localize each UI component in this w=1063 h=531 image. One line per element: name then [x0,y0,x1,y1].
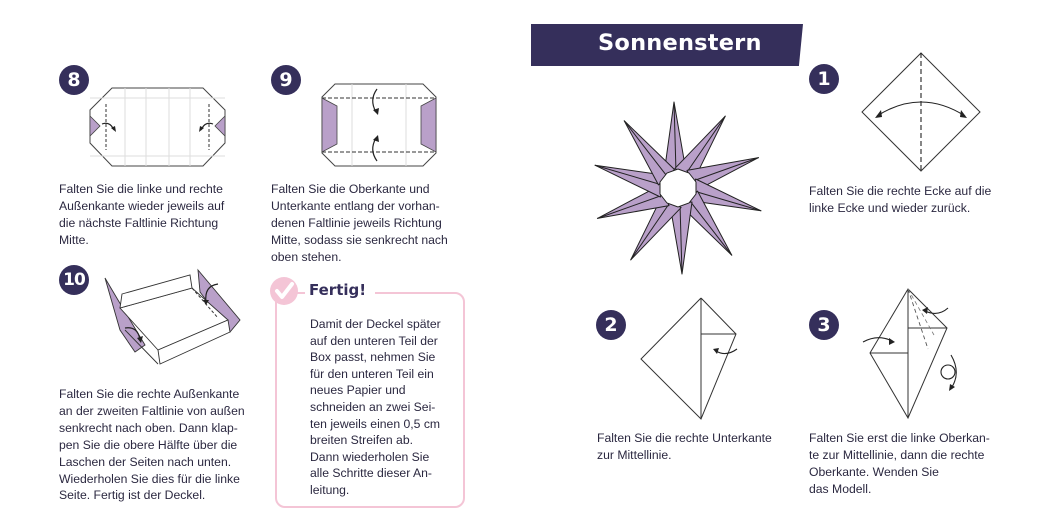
step-3-diagram [862,288,957,420]
step-3-text: Falten Sie erst die linke Oberkan- te zu… [809,431,990,496]
step-10-text: Falten Sie die rechte Außenkante an der … [59,387,245,503]
step-number-2: 2 [596,310,626,340]
step-10-diagram [104,268,241,365]
step-number-10: 10 [59,265,89,295]
page-title: Sonnenstern [598,30,762,56]
sun-star-illustration [591,101,765,275]
step-9-text: Falten Sie die Oberkante und Unterkante … [271,182,448,264]
step-8-text: Falten Sie die linke und rechte Außenkan… [59,182,225,247]
fertig-title-background [305,279,375,303]
step-number-8: 8 [59,65,89,95]
step-8-diagram [89,87,226,167]
title-banner: Sonnenstern [531,24,803,66]
fertig-title: Fertig! [309,281,367,299]
step-number-1: 1 [809,64,839,94]
step-9-diagram [321,83,437,167]
step-1-text: Falten Sie die rechte Ecke auf die linke… [809,184,992,215]
step-number-3: 3 [809,310,839,340]
step-1-diagram [861,52,981,172]
checkmark-icon [270,277,298,305]
step-2-text: Falten Sie die rechte Unterkante zur Mit… [597,431,772,462]
fertig-text: Damit der Deckel später auf den unteren … [310,317,441,497]
step-number-9: 9 [271,65,301,95]
step-2-diagram [640,297,738,420]
